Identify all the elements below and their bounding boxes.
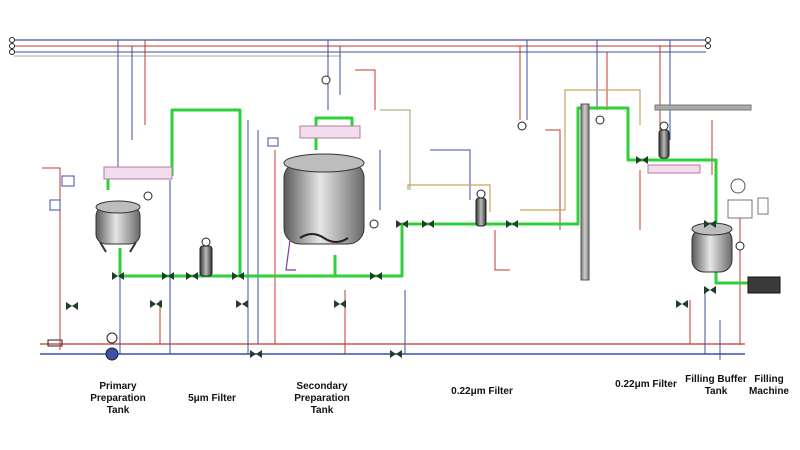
manifolds (103, 125, 701, 180)
022um-filter-2-housing (654, 104, 752, 159)
022um-filter-1-housing (475, 189, 487, 227)
instruments (105, 75, 745, 361)
label-022um-filter-1: 0.22μm Filter (451, 386, 513, 397)
label-filling-machine: Filling Machine (748, 374, 789, 397)
label-022um-filter-2: 0.22μm Filter (615, 379, 677, 390)
utility-header-lines (9, 37, 711, 57)
filling-machine-unit (747, 276, 781, 294)
5um-filter-housing (199, 237, 213, 277)
primary-preparation-tank-vessel (49, 175, 141, 253)
valves (66, 156, 716, 358)
drain-column (580, 103, 590, 281)
process-line (106, 106, 748, 285)
label-filling-buffer-tank: Filling Buffer Tank (685, 374, 747, 397)
utility-vertical-lines (42, 40, 741, 360)
label-5um-filter: 5μm Filter (188, 393, 236, 404)
label-primary-preparation-tank: Primary Preparation Tank (90, 381, 146, 416)
filling-buffer-tank-vessel (691, 178, 769, 273)
label-secondary-preparation-tank: Secondary Preparation Tank (294, 381, 350, 416)
secondary-preparation-tank-vessel (267, 137, 365, 271)
utility-tan-lines (407, 89, 641, 212)
